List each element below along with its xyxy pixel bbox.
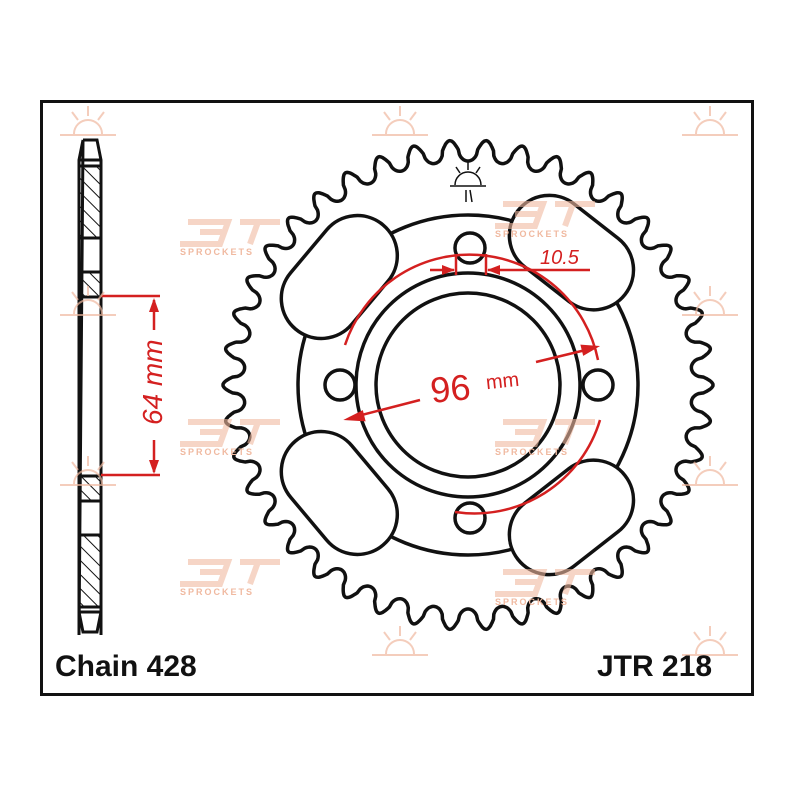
watermark-text: SPROCKETS (495, 447, 569, 457)
watermark-sun-icon (60, 456, 116, 486)
bolt-hole-dimension (430, 254, 590, 275)
bolt-hole-left (323, 368, 357, 402)
watermark-text: SPROCKETS (180, 587, 254, 597)
watermark-text: SPROCKETS (180, 447, 254, 457)
pcd-unit: mm (485, 369, 520, 394)
part-number-label: JTR 218 (597, 650, 713, 683)
hub-outline (296, 213, 640, 557)
bolt-hole-bottom (453, 501, 487, 535)
watermark-sun-icon (60, 106, 116, 136)
watermark-text: SPROCKETS (495, 597, 569, 607)
watermark-logo: SPROCKETS (495, 569, 595, 607)
watermark-logo: SPROCKETS (495, 201, 595, 239)
drawing-frame (40, 100, 754, 696)
watermark-sun-icon (682, 456, 738, 486)
watermark-sun-icon (372, 626, 428, 656)
pcd-dimension (343, 253, 602, 515)
watermark-sun-icon (372, 106, 428, 136)
watermark-logo: SPROCKETS (495, 419, 595, 457)
bolt-hole-right (581, 368, 615, 402)
watermark-logo: SPROCKETS (180, 559, 280, 597)
watermark-layer: SPROCKETS SPROCKETS SPROCKETS SPROCKETS SPRO… (60, 106, 738, 656)
lightening-cutout (279, 429, 400, 557)
watermark-logo: SPROCKETS (180, 419, 280, 457)
watermark-sun-icon (682, 286, 738, 316)
bolt-hole-top (453, 231, 487, 265)
lightening-cutout (279, 213, 400, 341)
pcd-value: 96 (428, 366, 472, 411)
side-profile (77, 138, 103, 636)
offset-dimension (101, 294, 160, 477)
chain-label: Chain 428 (55, 650, 197, 683)
lightening-cutout (507, 458, 636, 577)
offset-dimension-label: 64 mm (137, 339, 168, 425)
watermark-sun-icon (682, 106, 738, 136)
watermark-logo: SPROCKETS (180, 219, 280, 257)
jt-logo-icon (450, 162, 486, 203)
watermark-sun-icon (682, 626, 738, 656)
center-bore (374, 291, 562, 479)
sprocket-teeth (221, 138, 715, 632)
bolt-hole-label: 10.5 (540, 247, 580, 269)
lightening-cutout (507, 193, 636, 312)
watermark-text: SPROCKETS (180, 247, 254, 257)
sprocket-body (221, 138, 715, 632)
watermark-text: SPROCKETS (495, 229, 569, 239)
watermark-sun-icon (60, 286, 116, 316)
